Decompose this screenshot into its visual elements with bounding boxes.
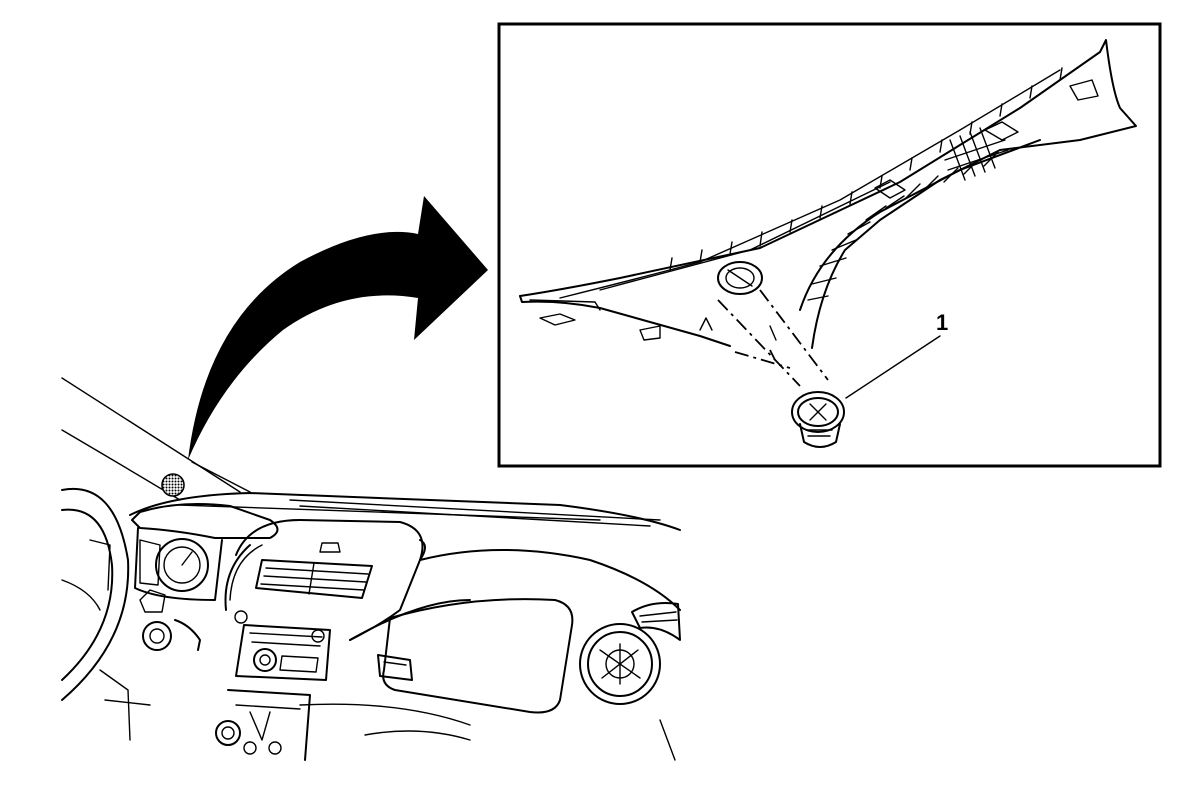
detail-inset-frame <box>497 22 1162 468</box>
tweeter-speaker <box>791 391 845 448</box>
zoom-arrow <box>188 196 488 460</box>
pillar-trim-panel <box>519 39 1137 349</box>
install-line <box>734 351 791 369</box>
install-line <box>759 289 829 381</box>
callout-leader <box>845 335 941 399</box>
dashboard-overview <box>61 377 681 761</box>
callout-label: 1 <box>936 310 948 335</box>
tweeter-location-marker <box>161 473 185 497</box>
install-line <box>717 299 801 387</box>
install-line <box>769 349 776 361</box>
